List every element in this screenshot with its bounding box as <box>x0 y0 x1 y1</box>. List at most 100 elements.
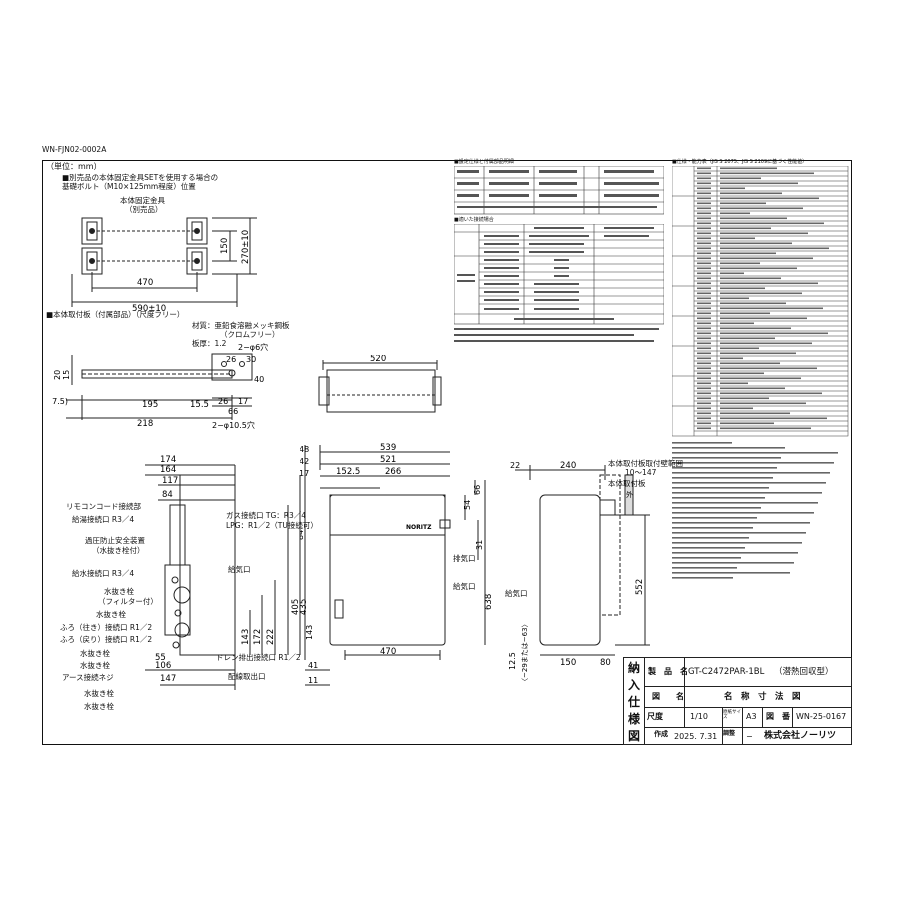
bracket-material-2: （クロムフリー） <box>220 330 280 339</box>
dim-top-520: 520 <box>370 355 386 364</box>
scale-label: 尺度 <box>647 712 663 721</box>
fixture-subtitle: （別売品） <box>125 205 163 214</box>
drawing-frame <box>42 160 852 745</box>
label-mount-range-value: 10～147 <box>625 468 657 477</box>
label-drain-plug-2: 水抜き栓 <box>96 610 126 619</box>
dim-side-84: 84 <box>162 490 173 500</box>
dim-bracket-26: 26 <box>226 355 236 364</box>
drawing-no-label: 図 番 <box>766 712 790 721</box>
dim-side-117: 117 <box>162 476 178 486</box>
front-logo: NORITZ <box>406 524 432 531</box>
spec-install-title: ■設定仕様と付属部品明細 <box>454 159 514 165</box>
dim-front-152-5: 152.5 <box>336 467 360 477</box>
dim-front-31: 31 <box>475 540 484 550</box>
dim-bracket-195: 195 <box>142 400 158 410</box>
title-block: 納 入 仕 様 図 製 品 名 GT-C2472PAR-1BL （潜熱回収型） … <box>623 657 852 745</box>
dim-bracket-15: 15 <box>62 370 71 380</box>
dim-bracket-20: 20 <box>53 370 62 380</box>
dim-bracket-26b: 26 <box>218 397 228 406</box>
dim-right-150: 150 <box>560 658 576 668</box>
dim-fixture-470: 470 <box>137 278 153 288</box>
dim-side-55: 55 <box>155 653 166 663</box>
dim-right-240: 240 <box>560 461 576 471</box>
adjust-value: − <box>746 732 753 741</box>
dim-right-22: 22 <box>510 461 520 470</box>
dim-front-84: 84 <box>300 530 305 540</box>
top-view-drawing: 520 <box>318 355 442 413</box>
dim-front-66: 66 <box>473 485 482 495</box>
dim-side-106: 106 <box>155 661 171 671</box>
stamp-char-2: 入 <box>628 678 641 692</box>
dim-bracket-40: 40 <box>254 375 264 384</box>
dim-side-405: 405 <box>291 599 301 615</box>
label-remote-cord: リモコンコード接続部 <box>66 502 141 511</box>
created-date: 2025. 7.31 <box>674 732 718 741</box>
bracket-material: 材質：亜鉛食溶融メッキ鋼板 <box>192 321 290 330</box>
label-hot-water-outlet: 給湯接続口 R3／4 <box>72 515 135 524</box>
dim-right-12-5: 12.5 <box>508 652 517 670</box>
fixture-title: 本体固定金具 <box>120 196 165 205</box>
stamp-char-1: 納 <box>628 661 641 675</box>
stamp-char-4: 様 <box>628 712 641 726</box>
unit-label: （単位：mm） <box>46 162 102 171</box>
dim-side-172: 172 <box>253 629 263 645</box>
label-relief-valve-2: （水抜き栓付） <box>92 546 145 555</box>
dim-bracket-66: 66 <box>228 407 238 416</box>
fixture-drawing: 470 590±10 150 270±10 <box>71 217 257 312</box>
dim-side-143: 143 <box>241 629 251 645</box>
bracket-title: ■本体取付板（付属部品）（尺度フリー） <box>46 310 185 319</box>
paper-size: A3 <box>746 712 757 721</box>
spec-performance-title: ■仕様・能力表（JIS S 2075、JIS S 2109に基づく性能値） <box>672 159 808 165</box>
product-name: GT-C2472PAR-1BL <box>688 667 765 677</box>
drawing-no: WN-25-0167 <box>796 712 847 721</box>
label-intake-front: 給気口 <box>453 582 476 591</box>
dim-front-143: 143 <box>305 625 314 640</box>
stamp-char-5: 図 <box>628 729 641 743</box>
stamp-char-3: 仕 <box>628 695 641 709</box>
scale-value: 1/10 <box>690 712 708 721</box>
dim-side-174: 174 <box>160 455 176 465</box>
label-bath-return: ふろ（戻り）接続口 R1／2 <box>60 635 153 644</box>
label-exhaust: 排気口 <box>453 554 476 563</box>
label-wiring-outlet: 配線取出口 <box>228 672 266 681</box>
dim-front-11: 11 <box>308 676 318 685</box>
label-intake-right: 給気口 <box>505 589 528 598</box>
dim-front-48: 48 <box>300 445 309 454</box>
label-drain-plug-6: 水抜き栓 <box>84 702 114 711</box>
remote-spec-table <box>454 224 664 342</box>
fixture-note: ■別売品の本体固定金具SETを使用する場合の <box>62 173 219 182</box>
dim-front-266: 266 <box>385 467 401 477</box>
dim-front-42: 42 <box>300 457 309 466</box>
dim-bracket-30: 30 <box>246 355 256 364</box>
label-drain-plug-4: 水抜き栓 <box>80 661 110 670</box>
label-filter: （フィルター付） <box>98 597 158 606</box>
adjust-label: 調整 <box>723 730 736 737</box>
right-wall-outside: 外 <box>626 490 633 499</box>
label-mount-plate: 本体取付板 <box>608 479 646 488</box>
company-name: 株式会社ノーリツ <box>764 731 837 741</box>
dim-bracket-15-5: 15.5 <box>190 400 209 410</box>
dim-side-222: 222 <box>266 629 276 645</box>
drawing-name: 名 称 寸 法 図 <box>724 692 801 702</box>
dim-front-521: 521 <box>380 455 396 465</box>
paper-size-label: 原紙サイズ <box>723 710 741 720</box>
right-view-drawing: 22 240 552 150 80 12.5 〈~29または~63〉 外 <box>508 461 650 685</box>
label-water-inlet: 給水接続口 R3／4 <box>72 569 135 578</box>
label-drain-outlet: ドレン排出接続口 R1／2 <box>216 653 301 662</box>
label-bath-supply: ふろ（往き）接続口 R1／2 <box>60 623 153 632</box>
dim-front-54: 54 <box>463 500 472 510</box>
dim-right-range: 〈~29または~63〉 <box>521 620 529 685</box>
dim-right-80: 80 <box>600 658 611 668</box>
dim-bracket-hole-6: 2−φ6穴 <box>238 342 268 352</box>
dim-bracket-7-5: (7.5) <box>52 397 68 406</box>
title-stamp-column: 納 入 仕 様 図 <box>624 658 645 744</box>
front-view-drawing: NORITZ 48 42 17 539 521 152.5 266 54 31 … <box>300 443 494 686</box>
label-drain-plug-3: 水抜き栓 <box>80 649 110 658</box>
fixture-note-2: 基礎ボルト（M10×125mm程度）位置 <box>62 182 196 191</box>
label-drain-plug-1: 水抜き栓 <box>104 587 134 596</box>
dim-side-435: 435 <box>299 599 309 615</box>
dim-front-17: 17 <box>300 469 309 478</box>
install-spec-table <box>454 166 664 215</box>
label-intake-side: 給気口 <box>228 565 251 574</box>
dim-front-41: 41 <box>308 661 318 670</box>
